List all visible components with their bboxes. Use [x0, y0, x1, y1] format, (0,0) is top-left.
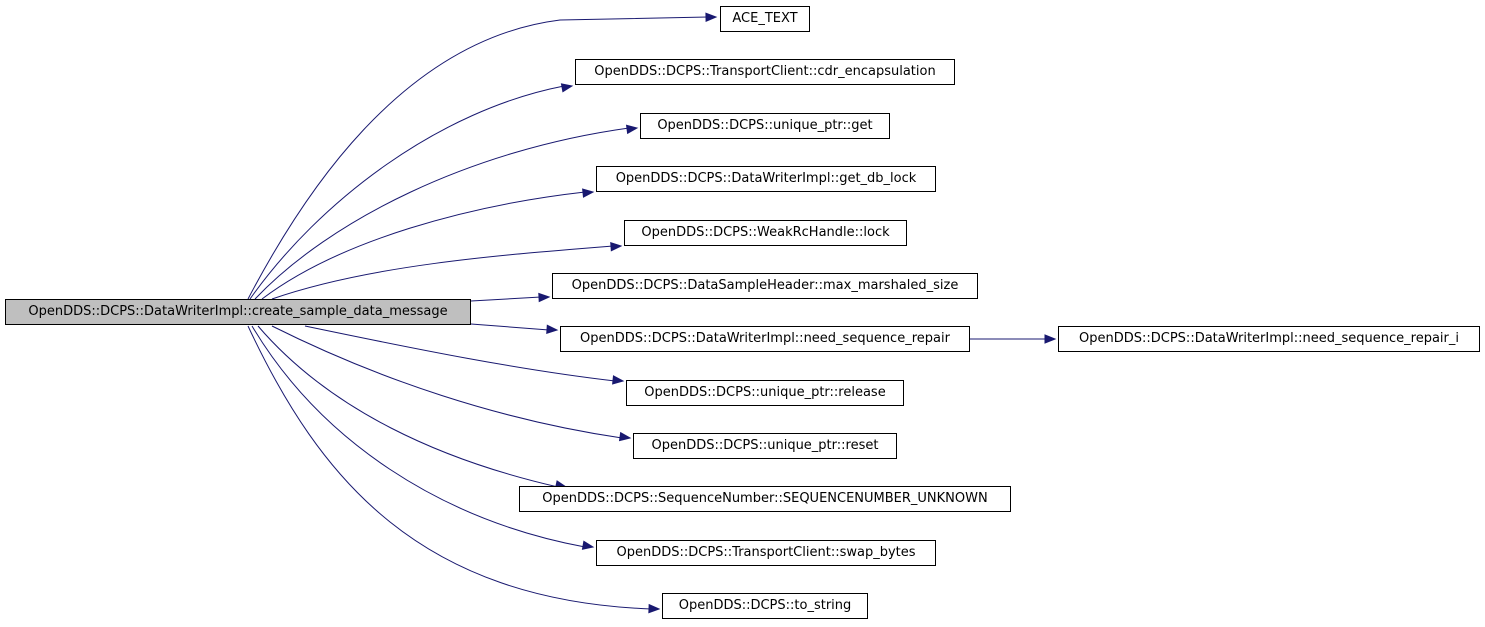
edge-root-to-to-string-arrowhead — [648, 603, 661, 614]
edge-root-to-get-db-lock — [261, 191, 586, 300]
node-need-sequence-repair[interactable]: OpenDDS::DCPS::DataWriterImpl::need_sequ… — [560, 326, 970, 352]
edge-root-to-need-sequence-repair-arrowhead — [546, 324, 559, 334]
edge-root-to-unique-ptr-reset-arrowhead — [618, 431, 632, 442]
edge-root-to-weakrchandle-lock — [271, 245, 614, 300]
edge-root-to-cdr-encapsulation — [249, 85, 565, 300]
edge-root-to-ace-text — [247, 16, 709, 300]
node-max-marshaled-size[interactable]: OpenDDS::DCPS::DataSampleHeader::max_mar… — [552, 273, 978, 299]
edge-root-to-unique-ptr-get — [254, 127, 630, 300]
edge-root-to-need-sequence-repair — [470, 323, 550, 331]
edge-root-to-unique-ptr-get-arrowhead — [625, 124, 639, 135]
node-get-db-lock[interactable]: OpenDDS::DCPS::DataWriterImpl::get_db_lo… — [596, 166, 936, 192]
edge-root-to-cdr-encapsulation-arrowhead — [560, 83, 574, 93]
edge-root-to-unique-ptr-release-arrowhead — [612, 375, 625, 385]
node-unique-ptr-reset[interactable]: OpenDDS::DCPS::unique_ptr::reset — [633, 433, 897, 459]
edge-root-to-max-marshaled-size — [470, 296, 542, 302]
edge-root-to-sequencenumber-unknown — [257, 325, 559, 488]
node-unique-ptr-get[interactable]: OpenDDS::DCPS::unique_ptr::get — [640, 113, 890, 139]
node-weakrchandle-lock[interactable]: OpenDDS::DCPS::WeakRcHandle::lock — [624, 220, 907, 246]
edge-root-to-max-marshaled-size-arrowhead — [538, 292, 551, 303]
edge-root-to-unique-ptr-release — [304, 325, 616, 382]
node-sequencenumber-unknown[interactable]: OpenDDS::DCPS::SequenceNumber::SEQUENCEN… — [519, 486, 1011, 512]
edge-root-to-swap-bytes — [251, 325, 586, 548]
node-ace-text[interactable]: ACE_TEXT — [720, 6, 810, 32]
node-to-string[interactable]: OpenDDS::DCPS::to_string — [662, 593, 868, 619]
edge-root-to-get-db-lock-arrowhead — [582, 188, 595, 198]
node-swap-bytes[interactable]: OpenDDS::DCPS::TransportClient::swap_byt… — [596, 540, 936, 566]
edge-root-to-ace-text-arrowhead — [705, 12, 718, 22]
edge-root-to-unique-ptr-reset — [271, 325, 623, 439]
node-cdr-encapsulation[interactable]: OpenDDS::DCPS::TransportClient::cdr_enca… — [575, 59, 955, 85]
edge-need-sequence-repair-to-need-sequence-repair-i-arrowhead — [1044, 334, 1057, 344]
node-need-sequence-repair-i[interactable]: OpenDDS::DCPS::DataWriterImpl::need_sequ… — [1058, 326, 1480, 352]
edge-root-to-swap-bytes-arrowhead — [581, 540, 595, 550]
edge-root-to-to-string — [247, 325, 652, 610]
node-create-sample-data-message: OpenDDS::DCPS::DataWriterImpl::create_sa… — [5, 299, 471, 325]
edge-root-to-weakrchandle-lock-arrowhead — [610, 242, 623, 252]
node-unique-ptr-release[interactable]: OpenDDS::DCPS::unique_ptr::release — [626, 380, 904, 406]
